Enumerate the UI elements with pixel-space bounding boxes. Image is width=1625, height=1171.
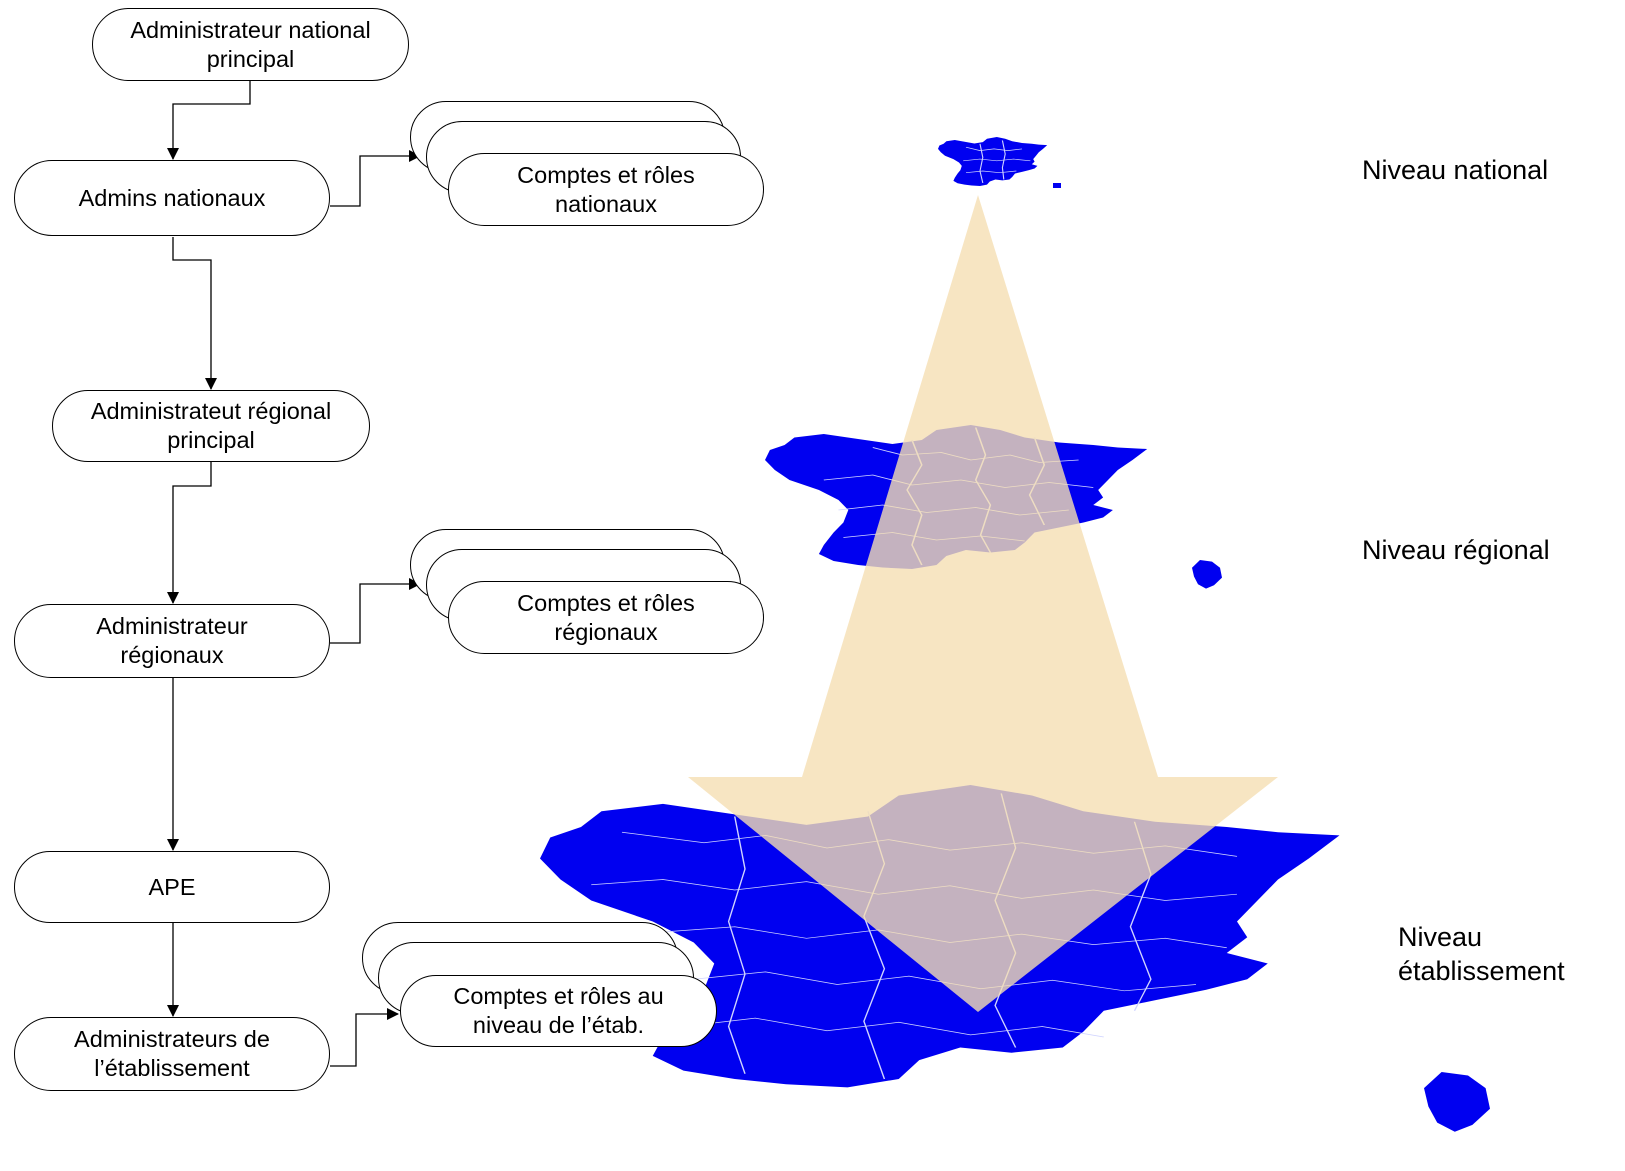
connector-national-principal-to-admins bbox=[167, 81, 251, 160]
doc-comptes-regionaux: Comptes et rôles régionaux bbox=[448, 581, 764, 654]
connector-regionaux-to-comptes-regionaux bbox=[330, 578, 421, 644]
region-borders bbox=[963, 140, 1031, 183]
connector-etablissement-to-comptes bbox=[330, 1008, 399, 1067]
france-map-national bbox=[938, 137, 1048, 186]
node-ape: APE bbox=[14, 851, 330, 923]
level-label-regional: Niveau régional bbox=[1362, 535, 1550, 565]
connectors bbox=[167, 81, 421, 1067]
connector-regional-principal-to-regionaux bbox=[167, 461, 212, 604]
connector-admins-to-comptes-nationaux bbox=[330, 150, 421, 207]
corsica-regional bbox=[1192, 560, 1222, 589]
level-arrow-shape bbox=[688, 195, 1278, 1012]
doc-comptes-nationaux: Comptes et rôles nationaux bbox=[448, 153, 764, 226]
node-admin-regional-principal: Administrateut régional principal bbox=[52, 390, 370, 462]
level-label-national: Niveau national bbox=[1362, 155, 1549, 185]
node-administrateur-regionaux: Administrateur régionaux bbox=[14, 604, 330, 678]
node-admins-nationaux: Admins nationaux bbox=[14, 160, 330, 236]
node-admin-national-principal: Administrateur national principal bbox=[92, 8, 409, 81]
node-administrateurs-etablissement: Administrateurs de l’établissement bbox=[14, 1017, 330, 1091]
corsica-etablissement bbox=[1424, 1072, 1490, 1132]
level-label-etablissement: Niveau établissement bbox=[1398, 922, 1565, 986]
guadeloupe-mark bbox=[1053, 183, 1061, 188]
doc-comptes-etablissement: Comptes et rôles au niveau de l’étab. bbox=[400, 975, 717, 1047]
connector-admins-to-regional-principal bbox=[172, 237, 217, 390]
